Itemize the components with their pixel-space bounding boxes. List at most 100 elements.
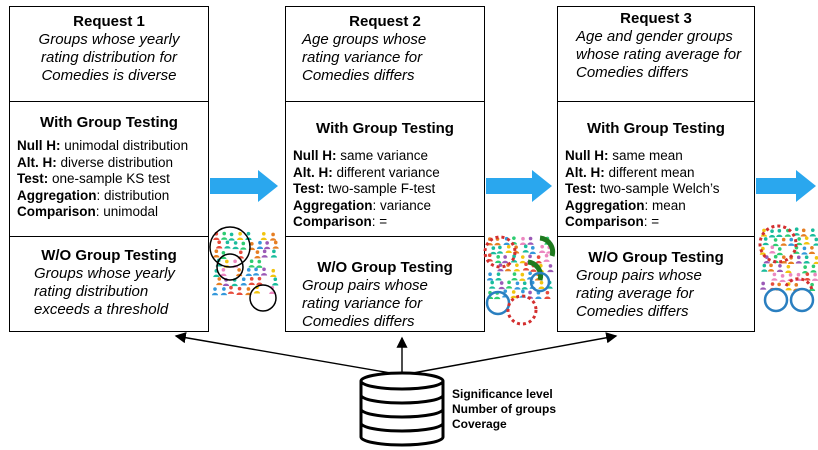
flow-arrow-icon: [210, 170, 278, 202]
person-icon: [213, 269, 220, 278]
person-icon: [519, 236, 527, 246]
person-icon: [802, 265, 809, 274]
person-icon: [543, 253, 550, 262]
person-icon: [486, 290, 494, 300]
request-3-alt-h: Alt. H: different mean: [565, 164, 695, 180]
request-3-title: Request 3: [620, 10, 692, 27]
person-icon: [521, 281, 528, 290]
person-icon: [780, 237, 787, 246]
person-icon: [813, 256, 818, 265]
person-icon: [776, 263, 784, 273]
person-icon: [216, 277, 223, 286]
person-icon: [537, 263, 544, 273]
person-icon: [240, 277, 247, 286]
person-icon: [220, 287, 227, 296]
person-icon: [768, 229, 776, 238]
request-1-aggregation: Aggregation: distribution: [17, 187, 170, 203]
person-icon: [796, 237, 803, 246]
request-3-aggregation: Aggregation: mean: [565, 197, 686, 213]
person-icon: [544, 236, 551, 245]
request-3-description: Age and gender groups whose rating avera…: [576, 28, 742, 81]
catalog-item-significance-level: Significance level: [452, 387, 553, 401]
person-icon: [510, 290, 517, 299]
request-3-panel: Request 3 Age and gender groups whose ra…: [557, 6, 755, 332]
request-3-gt-heading: With Group Testing: [587, 120, 725, 137]
person-icon: [519, 272, 526, 281]
request-2-aggregation: Aggregation: variance: [293, 197, 432, 213]
person-icon: [769, 282, 776, 291]
person-icon: [270, 268, 277, 278]
person-icon: [812, 272, 818, 281]
person-icon: [505, 244, 512, 254]
person-icon: [220, 267, 227, 277]
person-icon: [240, 241, 247, 250]
person-icon: [228, 232, 235, 241]
person-icon: [221, 231, 228, 240]
request-3-wo-heading: W/O Group Testing: [588, 249, 724, 266]
request-2-header: Request 2 Age groups whose rating varian…: [286, 7, 484, 102]
person-icon: [256, 240, 264, 250]
person-icon: [535, 290, 542, 299]
person-icon: [253, 285, 261, 294]
connector-arrows: [174, 332, 618, 376]
person-icon: [547, 264, 554, 273]
person-icon: [505, 280, 513, 289]
person-icon: [772, 238, 779, 247]
person-icon: [497, 263, 504, 272]
request-1-group-testing: With Group Testing Null H: unimodal dist…: [10, 102, 208, 237]
person-icon: [788, 237, 795, 246]
person-icon: [237, 250, 244, 259]
people-cluster-2: [486, 236, 554, 300]
person-icon: [519, 289, 526, 298]
person-icon: [785, 264, 792, 273]
people-cluster-1: [211, 231, 279, 296]
person-icon: [763, 255, 770, 264]
person-icon: [270, 232, 277, 241]
person-icon: [511, 254, 518, 263]
person-icon: [803, 255, 810, 264]
highlight-marks-3: [758, 224, 815, 313]
catalog-item-coverage: Coverage: [452, 417, 507, 431]
people-cluster-3: [759, 227, 818, 292]
person-icon: [771, 272, 778, 281]
person-icon: [232, 259, 239, 268]
person-icon: [759, 246, 766, 255]
person-icon: [513, 263, 520, 272]
person-icon: [269, 285, 276, 294]
request-1-test: Test: one-sample KS test: [17, 171, 170, 187]
person-icon: [245, 231, 252, 240]
request-3-null-h: Null H: same mean: [565, 148, 683, 163]
person-icon: [248, 277, 255, 286]
person-icon: [762, 237, 769, 246]
person-icon: [486, 237, 493, 246]
person-icon: [787, 273, 794, 282]
person-icon: [272, 240, 279, 249]
person-icon: [236, 286, 243, 295]
person-icon: [232, 241, 239, 250]
person-icon: [487, 272, 494, 281]
person-icon: [793, 283, 800, 292]
database-icon: [359, 371, 445, 447]
request-2-null-h: Null H: same variance: [293, 148, 429, 163]
person-icon: [527, 236, 534, 245]
person-icon: [808, 245, 816, 255]
request-3-without-group-testing: W/O Group Testing Group pairs whose rati…: [558, 237, 754, 331]
person-icon: [248, 241, 255, 251]
person-icon: [761, 263, 768, 272]
person-icon: [529, 280, 536, 289]
request-1-wo-text: Groups whose yearly rating distribution …: [34, 265, 175, 318]
person-icon: [526, 254, 534, 263]
person-icon: [539, 244, 546, 253]
person-icon: [779, 274, 786, 283]
person-icon: [254, 250, 261, 259]
person-icon: [260, 231, 267, 241]
request-1-gt-lines: Null H: unimodal distribution Alt. H: di…: [10, 138, 208, 221]
person-icon: [767, 263, 775, 272]
person-icon: [535, 255, 542, 264]
person-icon: [256, 259, 263, 268]
person-icon: [522, 244, 529, 253]
request-3-gt-lines: Null H: same mean Alt. H: different mean…: [558, 148, 754, 231]
person-icon: [503, 236, 510, 246]
person-icon: [784, 228, 791, 237]
person-icon: [769, 245, 776, 254]
